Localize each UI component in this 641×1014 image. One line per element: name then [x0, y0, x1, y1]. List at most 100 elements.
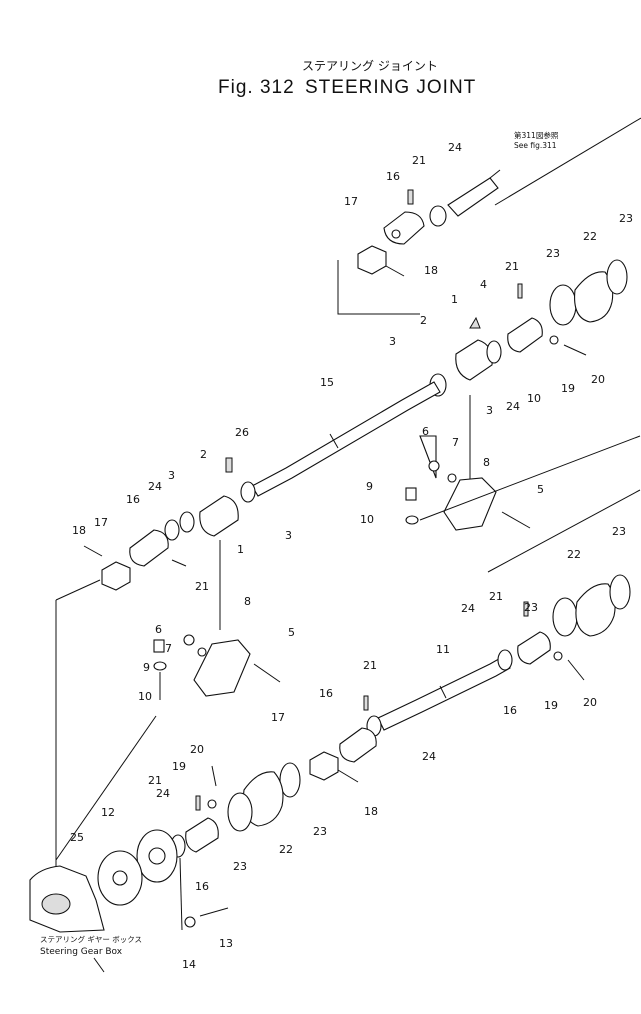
yoke-16-bottom: [185, 817, 219, 853]
yoke-16-lower-right: [517, 631, 551, 665]
seal-24-lower-right: [497, 649, 513, 671]
callout-c13: 13: [219, 937, 233, 950]
shaft-end-part: [447, 177, 499, 217]
cross-1-upper: [455, 339, 493, 381]
see-note-japanese: 第311図参照: [514, 130, 559, 140]
callout-c10a: 10: [527, 392, 541, 405]
ball-19-bottom: [207, 799, 217, 809]
cross-block-17-bottom: [309, 751, 339, 781]
callout-c3b: 3: [486, 404, 493, 417]
callout-c16e: 16: [195, 880, 209, 893]
title-japanese: ステアリング ジョイント: [302, 59, 438, 73]
callout-c23a: 23: [619, 212, 633, 225]
callout-c18b: 18: [72, 524, 86, 537]
callout-c17a: 17: [344, 195, 358, 208]
bolt-5-left: [253, 663, 281, 683]
callout-c1b: 1: [237, 543, 244, 556]
callout-c16b: 16: [126, 493, 140, 506]
callout-c16a: 16: [386, 170, 400, 183]
nut-6-upper: [428, 460, 440, 472]
pin-21-left: [171, 559, 187, 567]
pin-21-upper: [517, 283, 523, 299]
leader-see-note: [489, 169, 501, 179]
callout-c21d: 21: [489, 590, 503, 603]
callout-c21a: 21: [412, 154, 426, 167]
bolt-9-upper: [405, 487, 417, 501]
callout-c9a: 9: [366, 480, 373, 493]
callout-c11: 11: [436, 643, 450, 656]
callout-c24f: 24: [156, 787, 170, 800]
washer-10-left: [153, 661, 167, 671]
figure-title: STEERING JOINT: [305, 77, 476, 98]
callout-c24c: 24: [148, 480, 162, 493]
pin-20-lower: [567, 659, 585, 681]
pin-18-bottom: [337, 769, 359, 783]
pin-21-lower-right: [523, 601, 529, 617]
callout-c14: 14: [182, 958, 196, 971]
callout-c25: 25: [70, 831, 84, 844]
callout-c6b: 6: [155, 623, 162, 636]
washer-10-upper: [405, 515, 419, 525]
callout-c26: 26: [235, 426, 249, 439]
callout-c22a: 22: [583, 230, 597, 243]
cross-1-left: [199, 495, 239, 537]
seal-24-left: [164, 519, 180, 541]
callout-c16c: 16: [503, 704, 517, 717]
pin-20-bottom: [211, 765, 217, 787]
callout-c3c: 3: [168, 469, 175, 482]
callout-c12: 12: [101, 806, 115, 819]
callout-c19c: 19: [172, 760, 186, 773]
callout-c15: 15: [320, 376, 334, 389]
pin-21-bottom: [195, 795, 201, 811]
boot-clamp-23-lower-right: [609, 574, 631, 610]
upper-boot-group: [549, 259, 628, 326]
callout-c2a: 2: [420, 314, 427, 327]
washer-14: [184, 916, 196, 928]
callout-c8b: 8: [244, 595, 251, 608]
callout-c23f: 23: [233, 860, 247, 873]
callout-c24b: 24: [506, 400, 520, 413]
washer-7-upper: [447, 473, 457, 483]
callout-c17c: 17: [271, 711, 285, 724]
shaft-15-joint: [329, 433, 339, 449]
nut-6-left: [183, 634, 195, 646]
shaft-15: [240, 381, 441, 503]
shaft-11-joint: [439, 685, 447, 699]
gear-box-note-japanese: ステアリング ギヤー ボックス: [40, 934, 142, 944]
callout-c23e: 23: [313, 825, 327, 838]
callout-c19a: 19: [561, 382, 575, 395]
bracket-8-upper: [443, 477, 497, 531]
boot-clamp-23-lower-left: [552, 597, 578, 637]
callout-c18a: 18: [424, 264, 438, 277]
cross-block-17-left: [101, 561, 131, 591]
pin-18: [385, 265, 405, 277]
pin-21-lower-left: [363, 695, 369, 711]
top-yoke-group: [337, 117, 641, 315]
inset-bracket-left: [55, 600, 84, 901]
callout-c7a: 7: [452, 436, 459, 449]
cross-block-17: [357, 245, 387, 275]
callout-c24d: 24: [461, 602, 475, 615]
figure-label: Fig. 312: [218, 77, 295, 98]
seal-3-lower: [240, 481, 256, 503]
callout-c3a: 3: [389, 335, 396, 348]
pin-21: [407, 189, 414, 205]
yoke-10-upper: [507, 317, 543, 353]
yoke-16-lower-left: [339, 727, 377, 763]
boot-22-upper: [574, 271, 614, 323]
inset-diagonal-left: [55, 579, 101, 601]
inset-diagonal-right: [487, 489, 641, 573]
gear-box-housing: [41, 893, 71, 915]
bearing-3-right: [486, 340, 502, 364]
gear-box-leader: [93, 957, 105, 973]
callout-c23c: 23: [612, 525, 626, 538]
callout-c10b: 10: [360, 513, 374, 526]
left-bracket-group: [55, 634, 281, 861]
frame-corner-upper: [419, 435, 437, 479]
grease-fitting-26: [225, 457, 233, 473]
callout-c21c: 21: [195, 580, 209, 593]
callout-c4: 4: [480, 278, 487, 291]
flange-12-hub: [148, 847, 166, 865]
callout-c7b: 7: [165, 642, 172, 655]
